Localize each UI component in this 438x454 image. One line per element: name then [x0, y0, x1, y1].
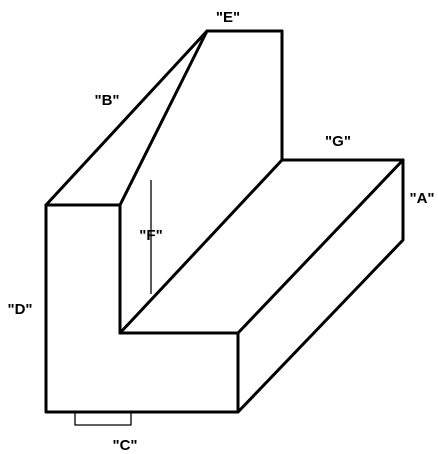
- label-g: "G": [325, 133, 351, 150]
- inner-corner-edge: [118, 158, 284, 335]
- label-b: "B": [94, 92, 119, 109]
- label-a: "A": [409, 190, 434, 207]
- label-e: "E": [216, 9, 240, 26]
- label-c: "C": [112, 437, 137, 454]
- dimension-c-bracket: [74, 412, 132, 426]
- label-d: "D": [7, 301, 32, 318]
- label-f: "F": [139, 227, 162, 244]
- step-front-top-edge: [236, 158, 405, 335]
